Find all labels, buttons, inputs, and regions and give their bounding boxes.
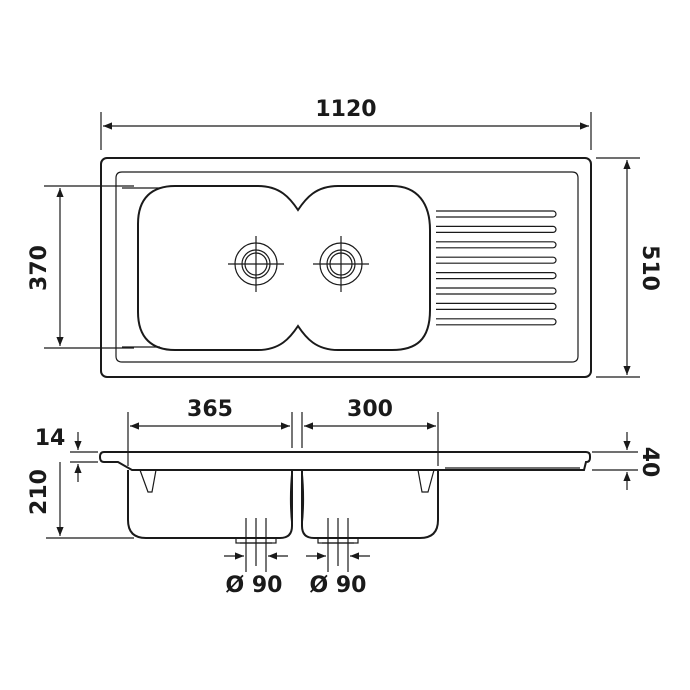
dim-overall-depth: 510 <box>596 157 662 378</box>
left-drain-icon <box>228 236 284 292</box>
dim-overall-width: 1120 <box>100 97 592 150</box>
drainer-groove <box>436 272 557 280</box>
side-bowl-divider <box>289 469 305 527</box>
side-top-plate <box>98 451 591 471</box>
side-right-bowl <box>301 470 439 539</box>
bowl-width-left-label: 365 <box>187 397 233 422</box>
dim-rim-thickness: 14 <box>35 426 98 482</box>
side-left-lip <box>139 469 157 493</box>
drainer-groove <box>436 210 557 218</box>
drainer-groove <box>436 318 557 326</box>
drainer-groove <box>436 256 557 264</box>
rim-thickness-label: 14 <box>35 426 66 451</box>
drainer-height-label: 40 <box>637 447 662 478</box>
dim-drainer-height: 40 <box>592 432 662 490</box>
sink-outer-rim <box>100 157 592 378</box>
side-right-lip <box>417 469 435 493</box>
bowl-height-label: 210 <box>27 469 52 515</box>
overall-depth-label: 510 <box>637 245 662 291</box>
overall-width-label: 1120 <box>315 97 376 122</box>
bowl-depth-label: 370 <box>27 245 52 291</box>
side-left-bowl <box>127 470 293 539</box>
drainer-groove <box>436 225 557 233</box>
dim-drain-left: Ø 90 <box>224 518 288 598</box>
drainer-groove <box>436 302 557 310</box>
side-view: 365 300 14 210 40 <box>27 397 662 598</box>
bowl-width-right-label: 300 <box>347 397 393 422</box>
drainer-groove <box>436 241 557 249</box>
sink-inner-ledge <box>115 171 579 363</box>
right-drain-icon <box>313 236 369 292</box>
drainer-groove <box>436 287 557 295</box>
double-bowl-outline <box>137 185 431 351</box>
dim-bowl-height: 210 <box>27 462 134 539</box>
drainer-grooves <box>436 210 557 326</box>
dim-bowl-width-left: 365 <box>127 397 293 466</box>
dim-drain-right: Ø 90 <box>306 518 370 598</box>
dim-bowl-depth: 370 <box>27 185 134 349</box>
dim-bowl-width-right: 300 <box>301 397 439 466</box>
drain-left-label: Ø 90 <box>226 573 283 598</box>
drain-right-label: Ø 90 <box>310 573 367 598</box>
top-view: 1120 510 370 <box>27 97 662 378</box>
